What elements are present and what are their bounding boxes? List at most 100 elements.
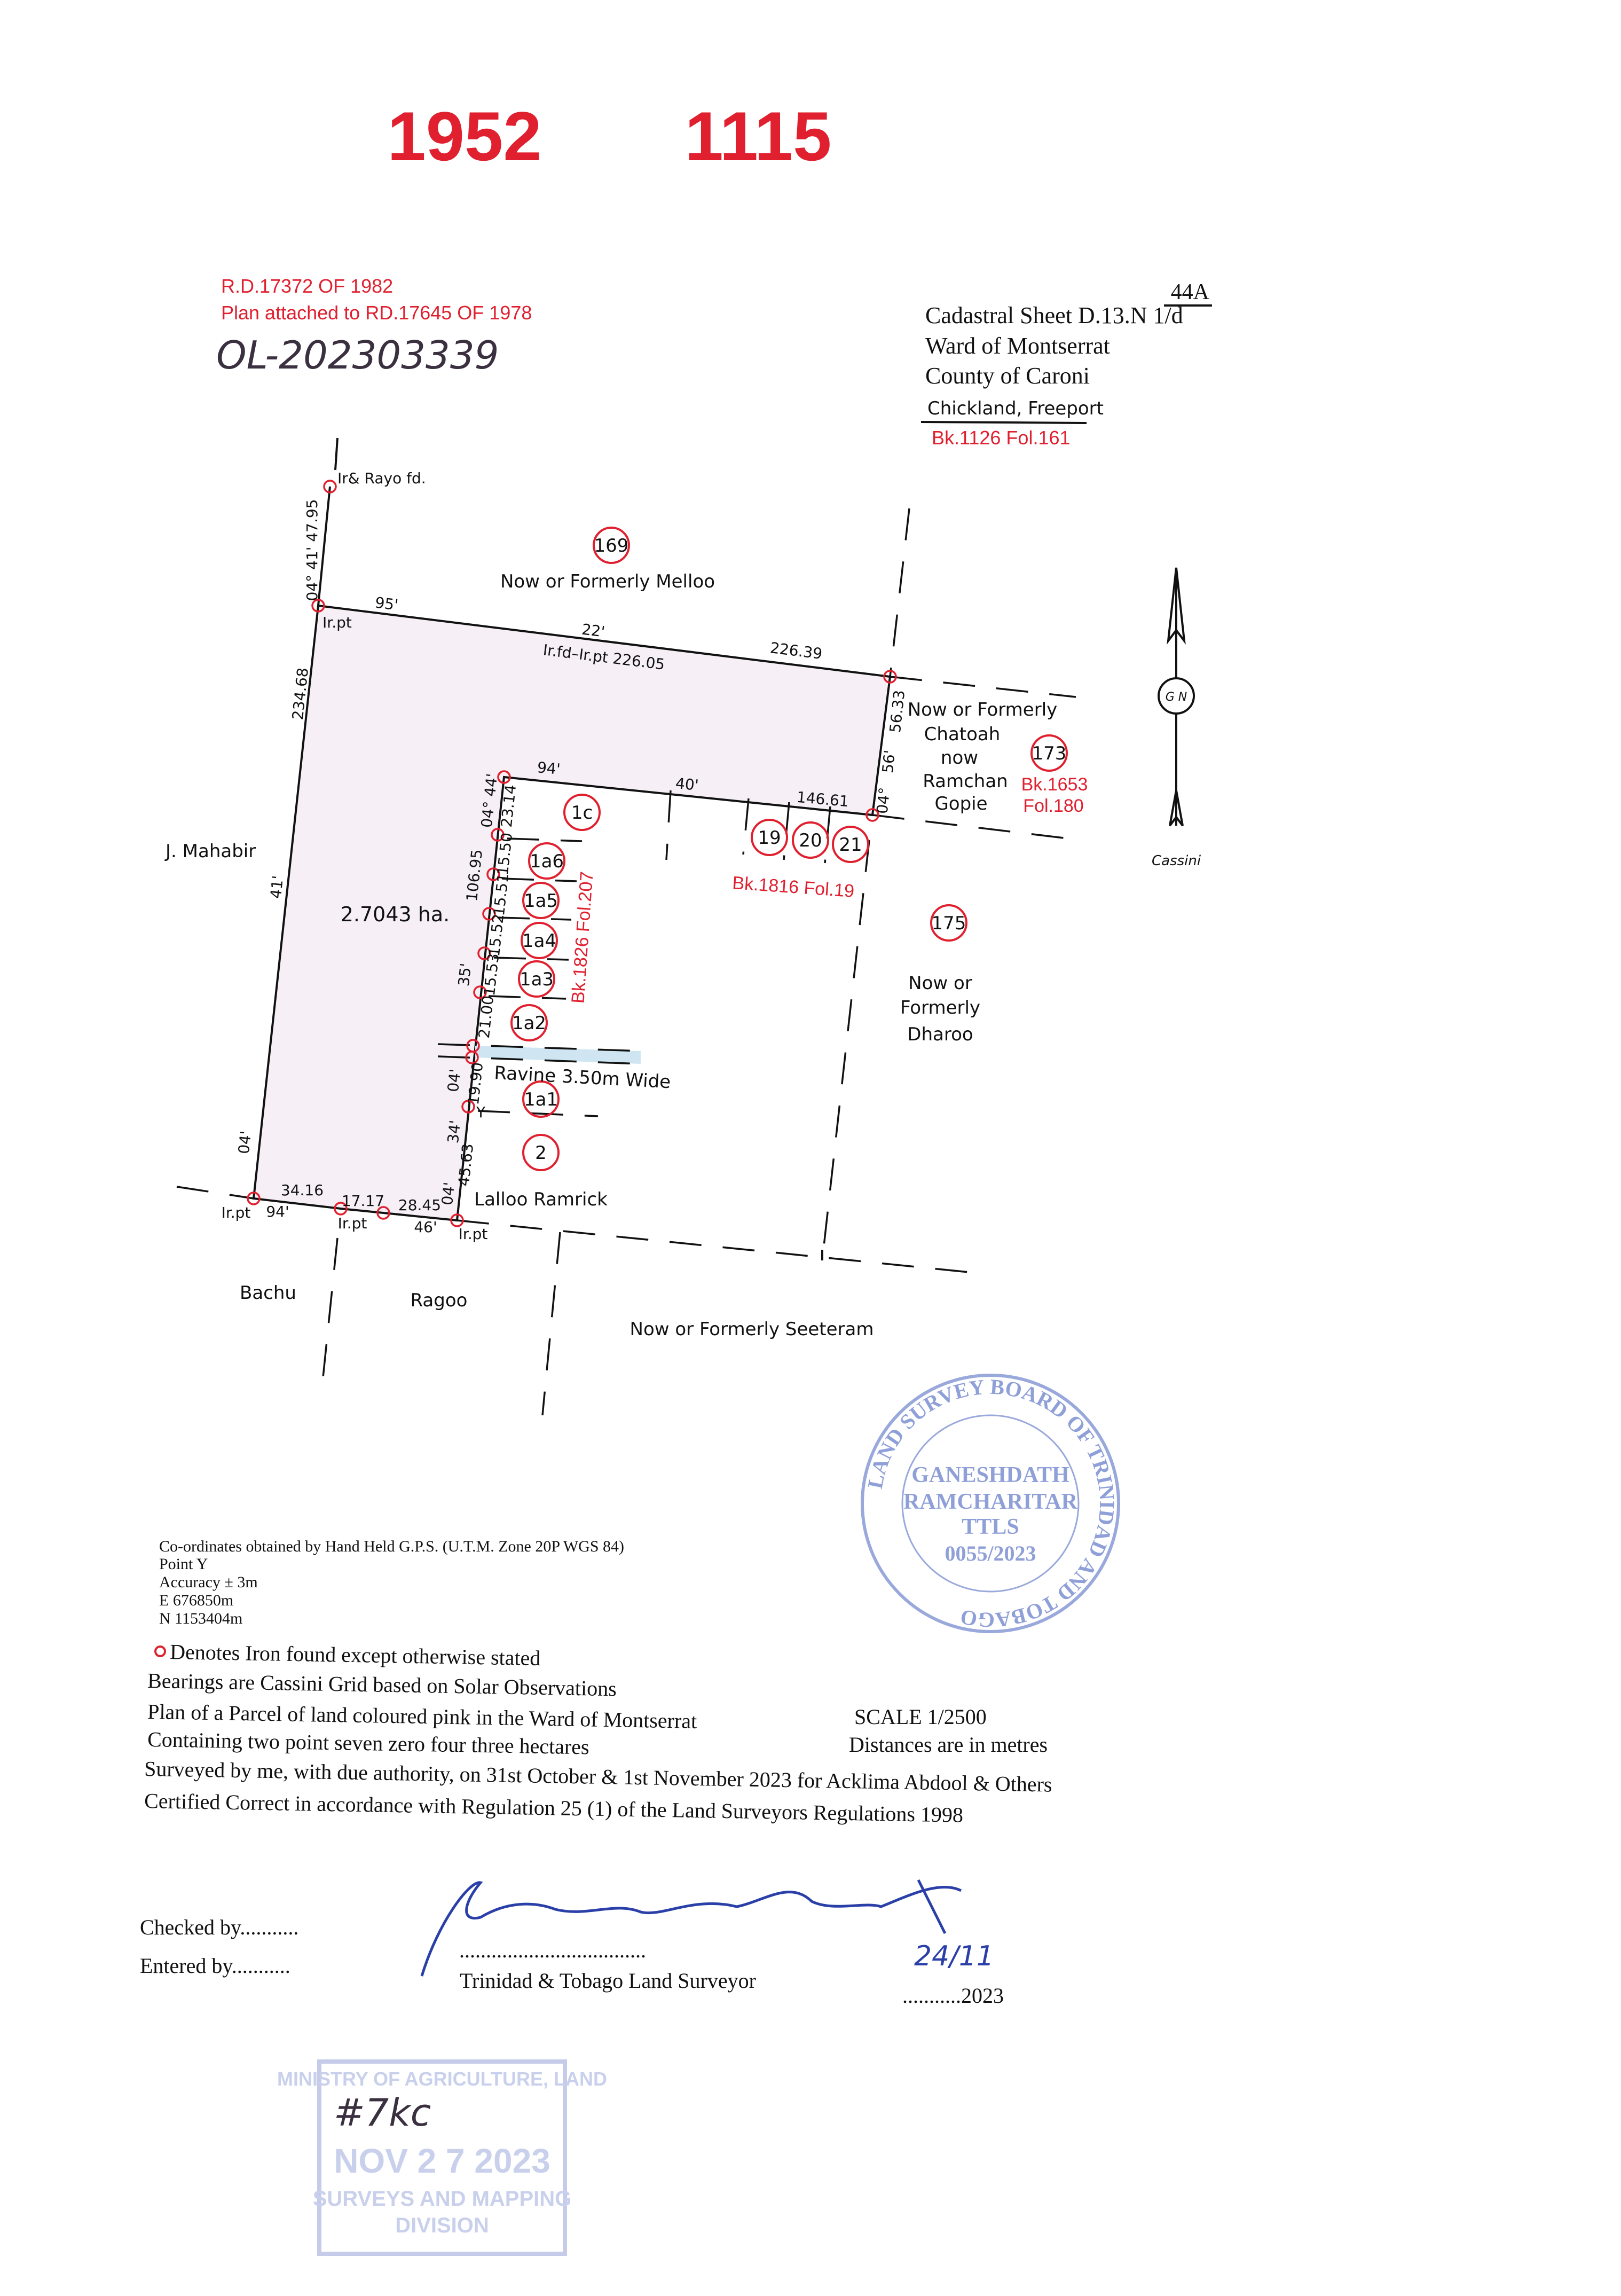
surveyor-title: Trinidad & Tobago Land Surveyor xyxy=(460,1969,756,1993)
locality: Chickland, Freeport xyxy=(927,398,1104,419)
county: County of Caroni xyxy=(925,363,1090,389)
note-iron-legend: Denotes Iron found except otherwise stat… xyxy=(170,1640,541,1670)
handwritten-date: 24/11 xyxy=(914,1940,994,1972)
signature-dots: ................................... xyxy=(459,1938,646,1962)
svg-text:2: 2 xyxy=(535,1142,547,1164)
dim-s3: 28.45 xyxy=(398,1196,441,1214)
svg-text:175: 175 xyxy=(932,913,966,934)
dim-nw-bearing: 04° 41' 47.95 xyxy=(303,499,321,601)
neighbour-bachu: Bachu xyxy=(240,1282,296,1304)
note-accuracy: Accuracy ± 3m xyxy=(159,1573,258,1591)
dim-d4: 15.52 xyxy=(485,913,507,957)
entered-by: Entered by........... xyxy=(140,1954,290,1978)
handwritten-note: #7kc xyxy=(334,2091,431,2135)
dim-d3: 15.51 xyxy=(490,872,512,916)
lot-dividers-1a xyxy=(477,837,599,1117)
ref-number-left: 1952 xyxy=(387,97,541,175)
parcel-area: 2.7043 ha. xyxy=(341,903,450,926)
dim-east-b2: 04° xyxy=(874,787,894,815)
note-containing: Containing two point seven zero four thr… xyxy=(147,1727,589,1759)
irpt-label: Ir.pt xyxy=(459,1225,488,1243)
svg-text:19: 19 xyxy=(758,827,781,849)
book-ref-1816: Bk.1816 Fol.19 xyxy=(731,873,855,902)
dim-d8: 45.63 xyxy=(455,1142,477,1187)
neighbour-dharoo: Formerly xyxy=(900,997,980,1018)
boundary-north-west xyxy=(317,486,331,606)
marker-label: Ir& Rayo fd. xyxy=(337,469,426,487)
stamp-division: SURVEYS AND MAPPING xyxy=(313,2187,572,2211)
dim-east-length: 56.33 xyxy=(886,689,908,733)
dim-top-b: 22' xyxy=(581,621,606,641)
dim-d7: 19.90 xyxy=(465,1061,486,1106)
neighbour-chatoah: Chatoah xyxy=(924,724,1001,745)
dim-east-b1: 56' xyxy=(879,749,899,774)
note-northing: N 1153404m xyxy=(159,1610,242,1627)
lot-1a5: 1a5 xyxy=(522,882,560,919)
dim-d2: 15.50 xyxy=(494,832,516,876)
lot-20: 20 xyxy=(792,821,829,859)
note-certified: Certified Correct in accordance with Reg… xyxy=(144,1789,964,1827)
svg-text:1a6: 1a6 xyxy=(530,851,564,872)
scale-label: SCALE 1/2500 xyxy=(854,1705,987,1729)
seal-registration: 0055/2023 xyxy=(945,1541,1036,1565)
note-easting: E 676850m xyxy=(159,1592,233,1609)
boundary-extension xyxy=(334,437,339,471)
sheet-number: 44A xyxy=(1171,280,1210,304)
svg-text:1a3: 1a3 xyxy=(520,969,554,990)
neighbour-chatoah: Ramchan xyxy=(923,771,1008,792)
svg-text:1a4: 1a4 xyxy=(522,930,556,952)
cassini-label: Cassini xyxy=(1152,853,1201,869)
svg-text:173: 173 xyxy=(1032,743,1067,764)
dim-s1-bearing: 94' xyxy=(266,1203,289,1220)
dim-inner-top-b: 40' xyxy=(675,774,699,794)
dim-d1: 23.14 xyxy=(498,783,520,828)
boundary-dashed xyxy=(821,840,870,1261)
boundary-dashed xyxy=(889,508,910,677)
dim-s2: 17.17 xyxy=(342,1192,384,1210)
lot-21: 21 xyxy=(832,826,869,863)
neighbour-chatoah: Gopie xyxy=(934,793,987,814)
svg-text:169: 169 xyxy=(594,535,629,557)
svg-text:1a5: 1a5 xyxy=(524,890,558,912)
dim-sw-bearing: 04' xyxy=(235,1130,255,1155)
dim-b04: 04' xyxy=(444,1068,464,1093)
lot-1a3: 1a3 xyxy=(518,960,555,998)
checked-by: Checked by........... xyxy=(140,1915,298,1939)
svg-text:20: 20 xyxy=(799,830,822,851)
handwritten-reference: OL-202303339 xyxy=(216,333,499,378)
svg-text:1c: 1c xyxy=(571,802,593,824)
lot-1a6: 1a6 xyxy=(528,842,565,880)
neighbour-ramrick: Lalloo Ramrick xyxy=(474,1189,608,1210)
book-reference: Bk.1126 Fol.161 xyxy=(932,427,1071,449)
boundary-dashed xyxy=(541,1232,561,1416)
neighbour-ragoo: Ragoo xyxy=(411,1290,468,1311)
lot-2: 2 xyxy=(522,1134,560,1171)
neighbour-dharoo: Dharoo xyxy=(907,1024,973,1045)
boundary-dashed xyxy=(890,676,1076,698)
svg-text:1a1: 1a1 xyxy=(524,1089,558,1110)
neighbour-seeteram: Now or Formerly Seeteram xyxy=(630,1319,874,1340)
dim-b35: 35' xyxy=(455,962,475,988)
irpt-label: Ir.pt xyxy=(338,1214,367,1232)
seal-name: RAMCHARITAR xyxy=(903,1490,1078,1514)
stamp-ministry: MINISTRY OF AGRICULTURE, LAND xyxy=(277,2068,607,2090)
boundary-dashed xyxy=(872,814,1069,840)
stamp-date: NOV 2 7 2023 xyxy=(334,2142,550,2180)
lot-1c: 1c xyxy=(563,794,601,831)
dim-inner-top-a: 94' xyxy=(537,758,561,778)
seal-name: GANESHDATH xyxy=(911,1463,1069,1487)
iron-markers xyxy=(247,480,897,1227)
rd-reference: R.D.17372 OF 1982 xyxy=(221,275,393,297)
plan-attached-reference: Plan attached to RD.17645 OF 1978 xyxy=(221,302,532,324)
note-plan-of: Plan of a Parcel of land coloured pink i… xyxy=(147,1699,697,1733)
neighbour-mahabir: J. Mahabir xyxy=(164,841,256,862)
note-gps: Co-ordinates obtained by Hand Held G.P.S… xyxy=(159,1538,624,1555)
neighbour-melloo: Now or Formerly Melloo xyxy=(500,571,715,592)
book-ref-1826: Bk.1826 Fol.207 xyxy=(568,871,597,1004)
ravine-label: Ravine 3.50m Wide xyxy=(494,1062,672,1093)
boundary-dashed xyxy=(320,1237,339,1393)
dim-s3-bearing: 46' xyxy=(414,1218,437,1236)
lot-173: 173 xyxy=(1030,734,1068,772)
seal-title: TTLS xyxy=(962,1515,1019,1539)
